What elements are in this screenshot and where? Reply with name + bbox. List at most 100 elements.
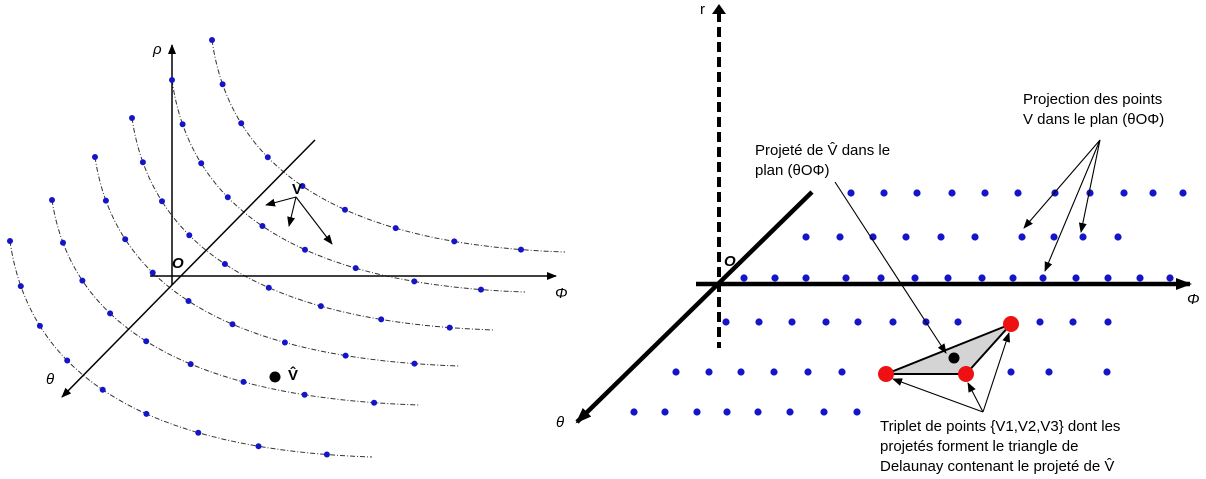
right-point (869, 233, 877, 241)
right-origin-label: O (724, 253, 736, 270)
left-v-arrow-1 (265, 196, 297, 207)
right-point (1179, 189, 1187, 197)
right-point (1036, 318, 1044, 326)
right-point (1050, 233, 1058, 241)
right-point (693, 408, 701, 416)
right-point (1018, 233, 1026, 241)
right-point (1045, 368, 1053, 376)
left-point (149, 269, 156, 276)
right-point (937, 233, 945, 241)
left-point (323, 451, 330, 458)
left-point (187, 361, 194, 368)
right-point (948, 189, 956, 197)
right-point (705, 368, 713, 376)
right-vertical-axis-tip (712, 4, 726, 14)
triplet-arrow-1 (892, 378, 984, 413)
right-point (723, 408, 731, 416)
left-point (229, 321, 236, 328)
right-point (1069, 318, 1077, 326)
left-point (301, 391, 308, 398)
left-point (378, 316, 385, 323)
left-point (143, 338, 150, 345)
projected-vhat-point (948, 352, 960, 364)
left-theta-label: θ (46, 371, 54, 388)
left-point (60, 239, 66, 246)
left-point (92, 154, 98, 160)
right-point (877, 274, 885, 282)
right-point (954, 318, 962, 326)
right-point (1166, 274, 1174, 282)
left-point (240, 378, 247, 385)
left-point (221, 261, 228, 267)
left-point (411, 278, 418, 285)
triplet-label-line3: Delaunay contenant le projeté de V̂ (880, 458, 1114, 475)
left-diagram: ρ θ Φ O V V̂ (7, 37, 568, 458)
left-point (224, 194, 231, 201)
left-point (64, 357, 71, 364)
left-v-label: V (292, 181, 302, 198)
right-point (802, 274, 810, 282)
left-point (255, 443, 262, 450)
right-point (978, 274, 986, 282)
left-point (143, 410, 150, 417)
right-point (1104, 274, 1112, 282)
left-origin-label: O (172, 255, 184, 272)
left-point (209, 37, 215, 43)
left-phi-label: Φ (555, 285, 568, 302)
right-point (1039, 274, 1047, 282)
right-point (786, 408, 794, 416)
right-point (737, 368, 745, 376)
left-point (139, 159, 146, 166)
right-point (822, 318, 830, 326)
left-curve (9, 240, 373, 458)
right-point (836, 233, 844, 241)
left-point (159, 198, 165, 205)
right-points (630, 189, 1187, 416)
left-point (7, 238, 13, 244)
right-point (672, 368, 680, 376)
right-point (981, 189, 989, 197)
right-point (889, 318, 897, 326)
right-point (853, 408, 861, 416)
left-curve (51, 199, 421, 406)
triplet-point-v1 (878, 366, 894, 382)
right-point (1103, 368, 1111, 376)
right-point (661, 408, 669, 416)
right-point (802, 233, 810, 241)
left-point (107, 310, 114, 317)
left-point (317, 303, 324, 310)
left-point (446, 324, 453, 331)
left-curve (131, 117, 496, 331)
left-point (342, 352, 349, 359)
left-curve (211, 39, 566, 253)
projete-label-line1: Projeté de V̂ dans le (755, 142, 890, 159)
right-point (1072, 274, 1080, 282)
triplet-label-line1: Triplet de points {V1,V2,V3} dont les (880, 418, 1120, 435)
right-point (1136, 274, 1144, 282)
right-point (771, 274, 779, 282)
left-curve (171, 79, 526, 293)
right-point (842, 274, 850, 282)
right-point (902, 233, 910, 241)
left-point (219, 81, 226, 88)
left-point (186, 232, 193, 239)
left-point (281, 339, 288, 346)
triplet-point-v3 (958, 366, 974, 382)
projection-arrow-3 (1078, 139, 1101, 233)
left-point (185, 298, 192, 304)
left-point (265, 284, 272, 291)
left-vhat-point (269, 371, 281, 383)
right-vertical-axis-glyph: r (700, 1, 705, 18)
right-point (971, 233, 979, 241)
right-point (1104, 318, 1112, 326)
right-point (880, 189, 888, 197)
left-point (49, 197, 55, 203)
left-point (451, 238, 458, 245)
right-point (630, 408, 638, 416)
projection-label-line1: Projection des points (1023, 91, 1162, 108)
left-rho-label: ρ (152, 41, 162, 58)
left-v-arrow-2 (287, 196, 297, 227)
left-point (299, 183, 306, 189)
left-point (238, 120, 245, 127)
left-point (392, 225, 399, 232)
